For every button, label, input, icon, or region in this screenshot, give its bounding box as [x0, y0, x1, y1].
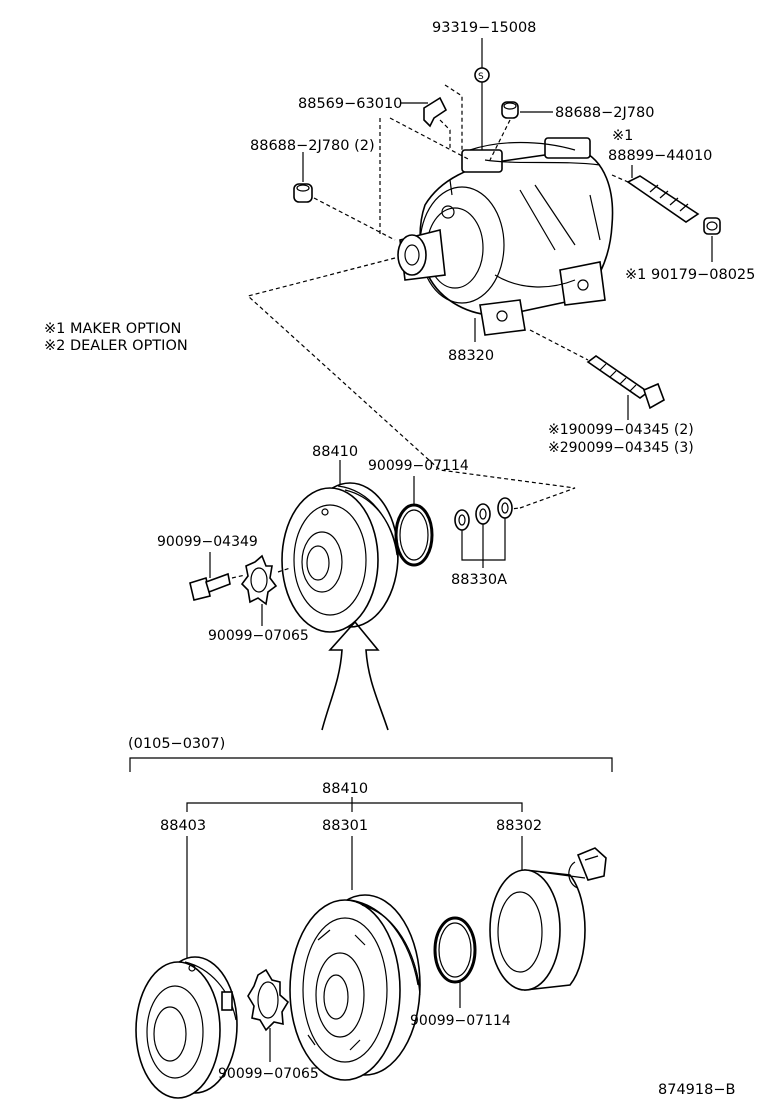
label-88569-63010: 88569−63010	[298, 96, 402, 112]
nut-icon	[293, 183, 313, 203]
svg-text:S: S	[478, 72, 484, 82]
shim-icon	[454, 497, 513, 531]
figure-number: 874918−B	[658, 1082, 735, 1098]
arrow-icon	[321, 620, 389, 731]
coil-icon	[489, 847, 607, 991]
hub-icon	[135, 956, 238, 1099]
label-88410-bottom: 88410	[322, 781, 368, 797]
label-90099-04349: 90099−04349	[157, 534, 258, 550]
seal-icon: S	[474, 67, 490, 83]
seal-icon	[247, 968, 290, 1032]
pulley-icon	[289, 894, 421, 1081]
label-90099-04345-maker: ※190099−04345 (2)	[548, 422, 694, 438]
label-88403: 88403	[160, 818, 206, 834]
mark-1: ※1	[612, 128, 633, 144]
label-88688-2j780-2: 88688−2J780 (2)	[250, 138, 375, 154]
bracket-icon	[423, 96, 448, 128]
label-90099-07114-bottom: 90099−07114	[410, 1013, 511, 1029]
label-88410-top: 88410	[312, 444, 358, 460]
label-90099-07114-top: 90099−07114	[368, 458, 469, 474]
label-88899-44010: 88899−44010	[608, 148, 712, 164]
compressor-icon	[397, 137, 614, 336]
bolt-icon	[626, 175, 700, 223]
label-88688-2j780: 88688−2J780	[555, 105, 654, 121]
nut-icon	[501, 101, 519, 119]
seal-icon	[240, 554, 278, 606]
label-90099-04345-dealer: ※290099−04345 (3)	[548, 440, 694, 456]
label-90179-08025: ※1 90179−08025	[625, 267, 755, 283]
snap-ring-icon	[394, 503, 434, 567]
label-range: (0105−0307)	[128, 736, 225, 752]
note-maker-option: ※1 MAKER OPTION	[44, 321, 181, 337]
bolt-icon	[189, 572, 231, 601]
note-dealer-option: ※2 DEALER OPTION	[44, 338, 188, 354]
snap-ring-icon	[433, 916, 477, 984]
label-88302: 88302	[496, 818, 542, 834]
bolt-icon	[586, 355, 665, 410]
label-90099-07065-bottom: 90099−07065	[218, 1066, 319, 1082]
label-93319-15008: 93319−15008	[432, 20, 536, 36]
clutch-assembly-icon	[281, 482, 399, 633]
nut-icon	[703, 217, 721, 235]
label-88320: 88320	[448, 348, 494, 364]
label-88330a: 88330A	[451, 572, 507, 588]
label-90099-07065-top: 90099−07065	[208, 628, 309, 644]
label-88301: 88301	[322, 818, 368, 834]
